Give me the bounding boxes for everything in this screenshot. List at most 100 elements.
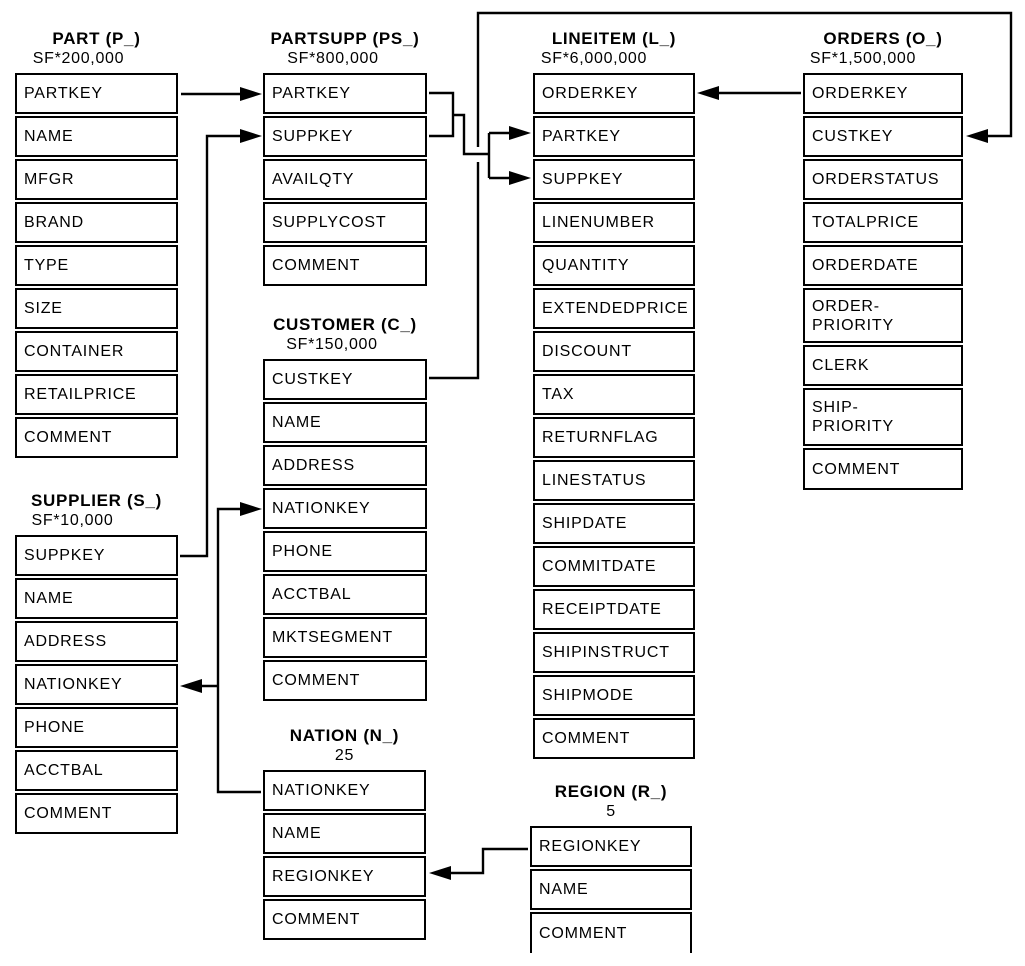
column-name: NAME	[15, 116, 178, 157]
column-name: NAME	[530, 869, 692, 910]
column-phone: PHONE	[15, 707, 178, 748]
column-orderstatus: ORDERSTATUS	[803, 159, 963, 200]
column-tax: TAX	[533, 374, 695, 415]
column-suppkey: SUPPKEY	[263, 116, 427, 157]
table-region-cardinality: 5	[606, 803, 616, 820]
column-availqty: AVAILQTY	[263, 159, 427, 200]
table-supplier-cardinality: SF*10,000	[31, 512, 114, 529]
table-part-title: PART (P_)	[52, 29, 141, 48]
column-suppkey: SUPPKEY	[533, 159, 695, 200]
table-partsupp-header: PARTSUPP (PS_) SF*800,000	[218, 29, 472, 73]
table-partsupp-cardinality: SF*800,000	[287, 50, 379, 67]
column-retailprice: RETAILPRICE	[15, 374, 178, 415]
column-discount: DISCOUNT	[533, 331, 695, 372]
column-comment: COMMENT	[533, 718, 695, 759]
table-supplier-header: SUPPLIER (S_) SF*10,000	[0, 491, 223, 535]
arrowhead-into-customer-nationkey	[240, 502, 262, 516]
column-comment: COMMENT	[803, 448, 963, 490]
column-supplycost: SUPPLYCOST	[263, 202, 427, 243]
column-comment: COMMENT	[15, 417, 178, 458]
arrowhead-into-orders-custkey	[966, 129, 988, 143]
connector-supplier-suppkey-to-partsupp	[180, 134, 241, 558]
column-regionkey: REGIONKEY	[530, 826, 692, 867]
column-name: NAME	[263, 402, 427, 443]
connector-region-regionkey-to-nation	[450, 847, 528, 875]
column-shipmode: SHIPMODE	[533, 675, 695, 716]
column-mktsegment: MKTSEGMENT	[263, 617, 427, 658]
column-suppkey: SUPPKEY	[15, 535, 178, 576]
connector-nation-nationkey-to-customer-and-supplier	[201, 507, 261, 794]
column-regionkey: REGIONKEY	[263, 856, 426, 897]
table-nation-header: NATION (N_) 25	[218, 726, 471, 770]
column-brand: BRAND	[15, 202, 178, 243]
table-customer-title: CUSTOMER (C_)	[273, 315, 417, 334]
column-linenumber: LINENUMBER	[533, 202, 695, 243]
column-mfgr: MFGR	[15, 159, 178, 200]
column-orderdate: ORDERDATE	[803, 245, 963, 286]
table-lineitem-header: LINEITEM (L_) SF*6,000,000	[488, 29, 740, 73]
column-shipdate: SHIPDATE	[533, 503, 695, 544]
column-nationkey: NATIONKEY	[15, 664, 178, 705]
column-comment: COMMENT	[530, 912, 692, 953]
column-type: TYPE	[15, 245, 178, 286]
connector-customer-custkey-to-orders	[429, 11, 1013, 380]
column-nationkey: NATIONKEY	[263, 770, 426, 811]
column-custkey: CUSTKEY	[803, 116, 963, 157]
column-order-priority: ORDER- PRIORITY	[803, 288, 963, 343]
table-customer-cardinality: SF*150,000	[286, 336, 378, 353]
arrowhead-into-lineitem-partkey	[509, 126, 531, 140]
table-lineitem-title: LINEITEM (L_)	[551, 29, 677, 48]
column-custkey: CUSTKEY	[263, 359, 427, 400]
column-linestatus: LINESTATUS	[533, 460, 695, 501]
table-orders-title: ORDERS (O_)	[823, 29, 943, 48]
column-phone: PHONE	[263, 531, 427, 572]
column-nationkey: NATIONKEY	[263, 488, 427, 529]
table-lineitem-cardinality: SF*6,000,000	[540, 50, 648, 67]
column-commitdate: COMMITDATE	[533, 546, 695, 587]
table-region-header: REGION (R_) 5	[485, 782, 737, 826]
column-clerk: CLERK	[803, 345, 963, 386]
column-name: NAME	[15, 578, 178, 619]
column-acctbal: ACCTBAL	[15, 750, 178, 791]
table-partsupp-title: PARTSUPP (PS_)	[270, 29, 420, 48]
column-extendedprice: EXTENDEDPRICE	[533, 288, 695, 329]
column-orderkey: ORDERKEY	[533, 73, 695, 114]
arrowhead-into-lineitem-suppkey	[509, 171, 531, 185]
column-name: NAME	[263, 813, 426, 854]
connector-partsupp-to-lineitem	[429, 91, 511, 180]
arrowhead-into-nation-regionkey	[429, 866, 451, 880]
column-returnflag: RETURNFLAG	[533, 417, 695, 458]
table-customer-header: CUSTOMER (C_) SF*150,000	[218, 315, 472, 359]
column-comment: COMMENT	[263, 245, 427, 286]
column-size: SIZE	[15, 288, 178, 329]
column-acctbal: ACCTBAL	[263, 574, 427, 615]
column-partkey: PARTKEY	[15, 73, 178, 114]
column-quantity: QUANTITY	[533, 245, 695, 286]
table-nation-cardinality: 25	[334, 747, 355, 764]
column-receiptdate: RECEIPTDATE	[533, 589, 695, 630]
column-ship-priority: SHIP- PRIORITY	[803, 388, 963, 446]
table-orders-header: ORDERS (O_) SF*1,500,000	[758, 29, 1008, 73]
arrowhead-into-partsupp-suppkey	[240, 129, 262, 143]
column-comment: COMMENT	[263, 899, 426, 940]
column-partkey: PARTKEY	[533, 116, 695, 157]
column-container: CONTAINER	[15, 331, 178, 372]
table-part-header: PART (P_) SF*200,000	[0, 29, 223, 73]
arrowhead-into-lineitem-orderkey	[697, 86, 719, 100]
column-address: ADDRESS	[15, 621, 178, 662]
table-orders-cardinality: SF*1,500,000	[809, 50, 917, 67]
